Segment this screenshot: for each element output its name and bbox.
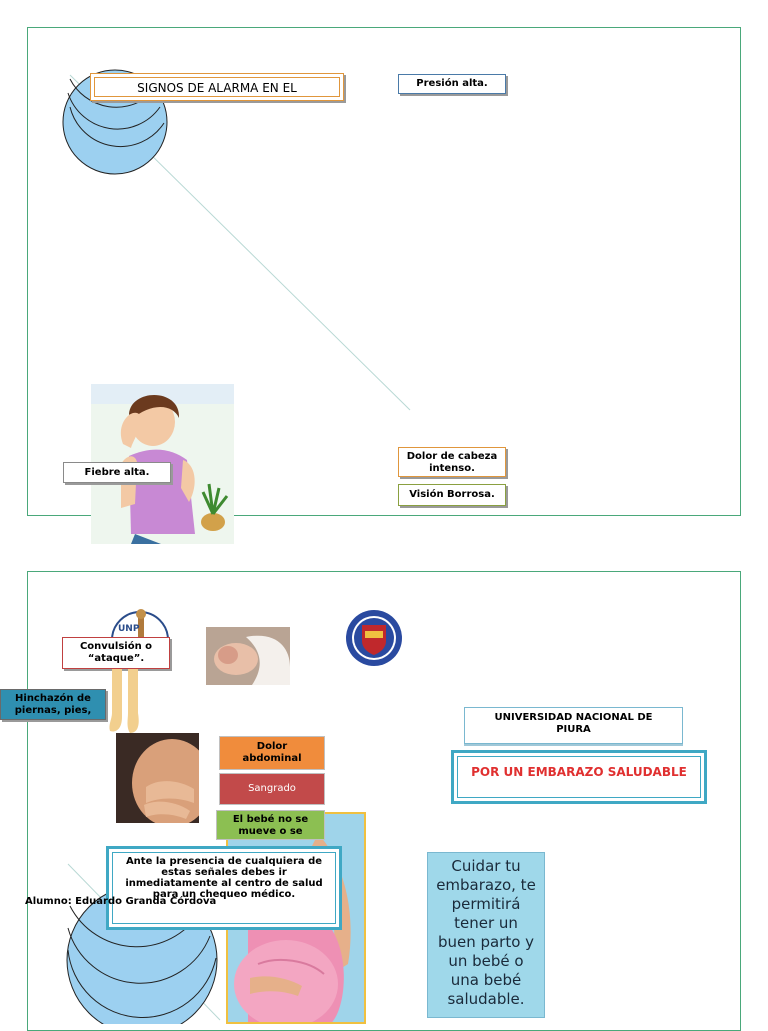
unp-logo-text: UNP (118, 624, 140, 634)
hinchazon-label: Hinchazón de piernas, pies, (0, 689, 106, 720)
presion-alta-label: Presión alta. (398, 74, 506, 94)
page-1-decorative-shapes (62, 69, 411, 411)
dolor-abdominal-label: Dolor abdominal (219, 736, 325, 770)
cuidar-message-box: Cuidar tu embarazo, te permitirá tener u… (427, 852, 545, 1018)
embarazo-saludable-text: POR UN EMBARAZO SALUDABLE (457, 756, 701, 798)
embarazo-saludable-box: POR UN EMBARAZO SALUDABLE (451, 750, 707, 804)
fiebre-alta-label: Fiebre alta. (63, 462, 171, 483)
newborn-photo (206, 627, 290, 685)
page-1-frame (27, 27, 741, 516)
swollen-feet-photo (108, 669, 146, 735)
vision-borrosa-label: Visión Borrosa. (398, 484, 506, 506)
author-name: Alumno: Eduardo Granda Córdova (25, 896, 217, 907)
university-seal-icon (346, 610, 402, 666)
bebe-no-se-mueve-label: El bebé no se mueve o se (216, 810, 325, 840)
pregnant-belly-photo (116, 733, 199, 823)
warning-message-box: Ante la presencia de cualquiera de estas… (106, 846, 342, 930)
university-name: UNIVERSIDAD NACIONAL DE PIURA (464, 707, 683, 744)
woman-headache-illustration (91, 384, 234, 544)
page-1-title: SIGNOS DE ALARMA EN EL (90, 73, 344, 101)
dolor-cabeza-label: Dolor de cabeza intenso. (398, 447, 506, 477)
sangrado-label: Sangrado (219, 773, 325, 805)
convulsion-label: Convulsión o “ataque”. (62, 637, 170, 669)
unp-logo: UNP (110, 608, 170, 642)
page-1-title-text: SIGNOS DE ALARMA EN EL (94, 77, 340, 97)
warning-message-text: Ante la presencia de cualquiera de estas… (112, 852, 336, 924)
